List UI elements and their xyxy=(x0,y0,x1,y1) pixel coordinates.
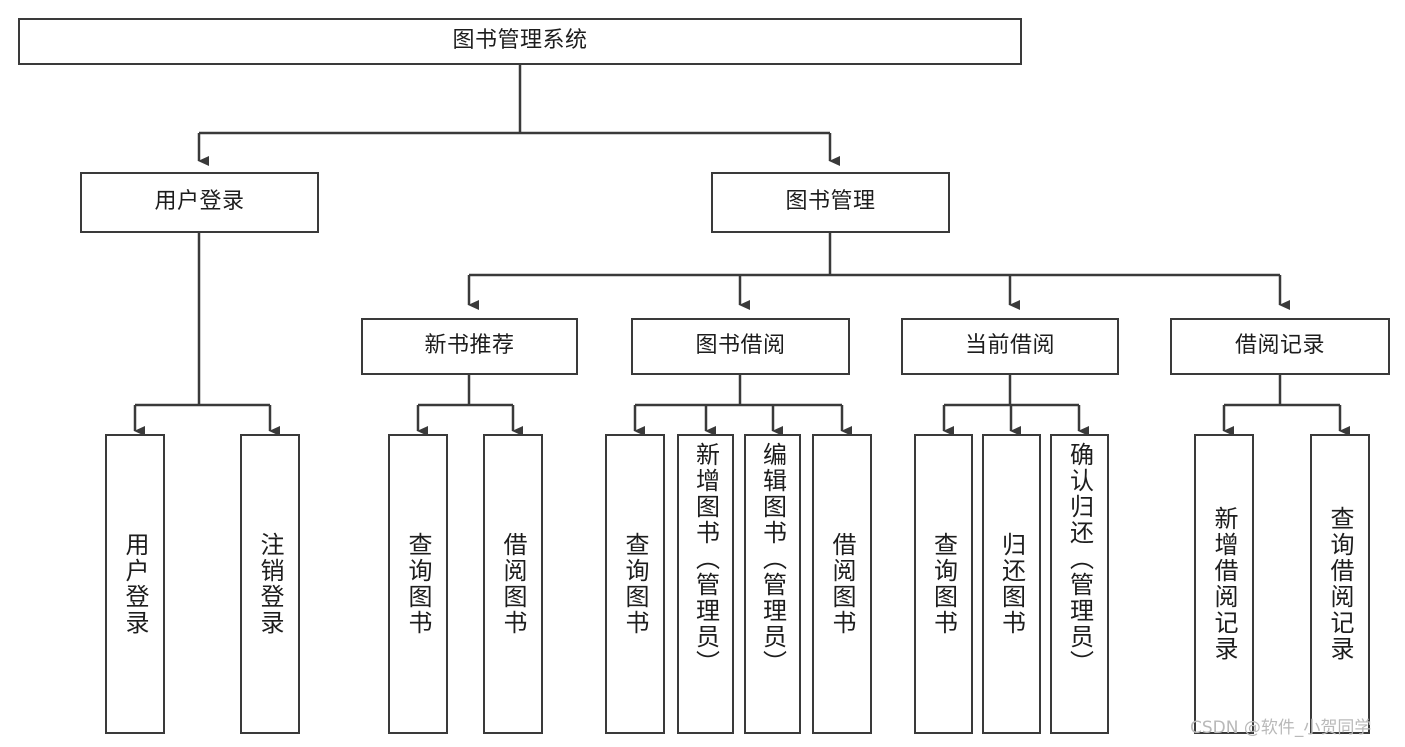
node-root-system[interactable]: 图书管理系统 xyxy=(18,18,1022,65)
node-user-login[interactable]: 用户登录 xyxy=(80,172,319,233)
leaf-borrow-query-book[interactable]: 查询图书 xyxy=(605,434,665,734)
node-book-borrow[interactable]: 图书借阅 xyxy=(631,318,850,375)
node-label: 编辑图书（管理员） xyxy=(758,442,787,676)
node-label: 新增图书（管理员） xyxy=(691,442,720,676)
leaf-user-login-signin[interactable]: 用户登录 xyxy=(105,434,165,734)
node-book-management[interactable]: 图书管理 xyxy=(711,172,950,233)
leaf-record-add-record[interactable]: 新增借阅记录 xyxy=(1194,434,1254,734)
node-label: 新书推荐 xyxy=(424,333,515,359)
node-label: 确认归还（管理员） xyxy=(1065,442,1094,676)
leaf-recommend-query-book[interactable]: 查询图书 xyxy=(388,434,448,734)
node-label: 查询图书 xyxy=(404,532,432,636)
node-label: 借阅图书 xyxy=(828,532,856,636)
node-label: 借阅记录 xyxy=(1234,333,1325,359)
leaf-borrow-borrow-book[interactable]: 借阅图书 xyxy=(812,434,872,734)
node-label: 归还图书 xyxy=(997,532,1026,636)
leaf-current-confirm-return-admin[interactable]: 确认归还（管理员） xyxy=(1050,434,1109,734)
leaf-record-query-record[interactable]: 查询借阅记录 xyxy=(1310,434,1370,734)
node-label: 借阅图书 xyxy=(499,532,527,636)
leaf-borrow-add-book-admin[interactable]: 新增图书（管理员） xyxy=(677,434,734,734)
leaf-current-return-book[interactable]: 归还图书 xyxy=(982,434,1041,734)
node-new-book-recommend[interactable]: 新书推荐 xyxy=(361,318,578,375)
node-label: 新增借阅记录 xyxy=(1210,506,1238,662)
node-label: 查询图书 xyxy=(621,532,649,636)
leaf-borrow-edit-book-admin[interactable]: 编辑图书（管理员） xyxy=(744,434,801,734)
node-label: 图书借阅 xyxy=(695,333,786,359)
node-label: 图书管理 xyxy=(785,189,876,215)
node-label: 用户登录 xyxy=(154,189,245,215)
node-borrow-record[interactable]: 借阅记录 xyxy=(1170,318,1390,375)
node-label: 图书管理系统 xyxy=(452,28,588,54)
node-label: 查询图书 xyxy=(929,532,958,636)
leaf-current-query-book[interactable]: 查询图书 xyxy=(914,434,973,734)
node-label: 用户登录 xyxy=(121,532,149,636)
node-current-borrow[interactable]: 当前借阅 xyxy=(901,318,1119,375)
node-label: 当前借阅 xyxy=(964,333,1055,359)
leaf-user-login-signout[interactable]: 注销登录 xyxy=(240,434,300,734)
leaf-recommend-borrow-book[interactable]: 借阅图书 xyxy=(483,434,543,734)
node-label: 注销登录 xyxy=(256,532,284,636)
csdn-watermark: CSDN @软件_小贺同学 xyxy=(1190,718,1372,738)
node-label: 查询借阅记录 xyxy=(1326,506,1354,662)
